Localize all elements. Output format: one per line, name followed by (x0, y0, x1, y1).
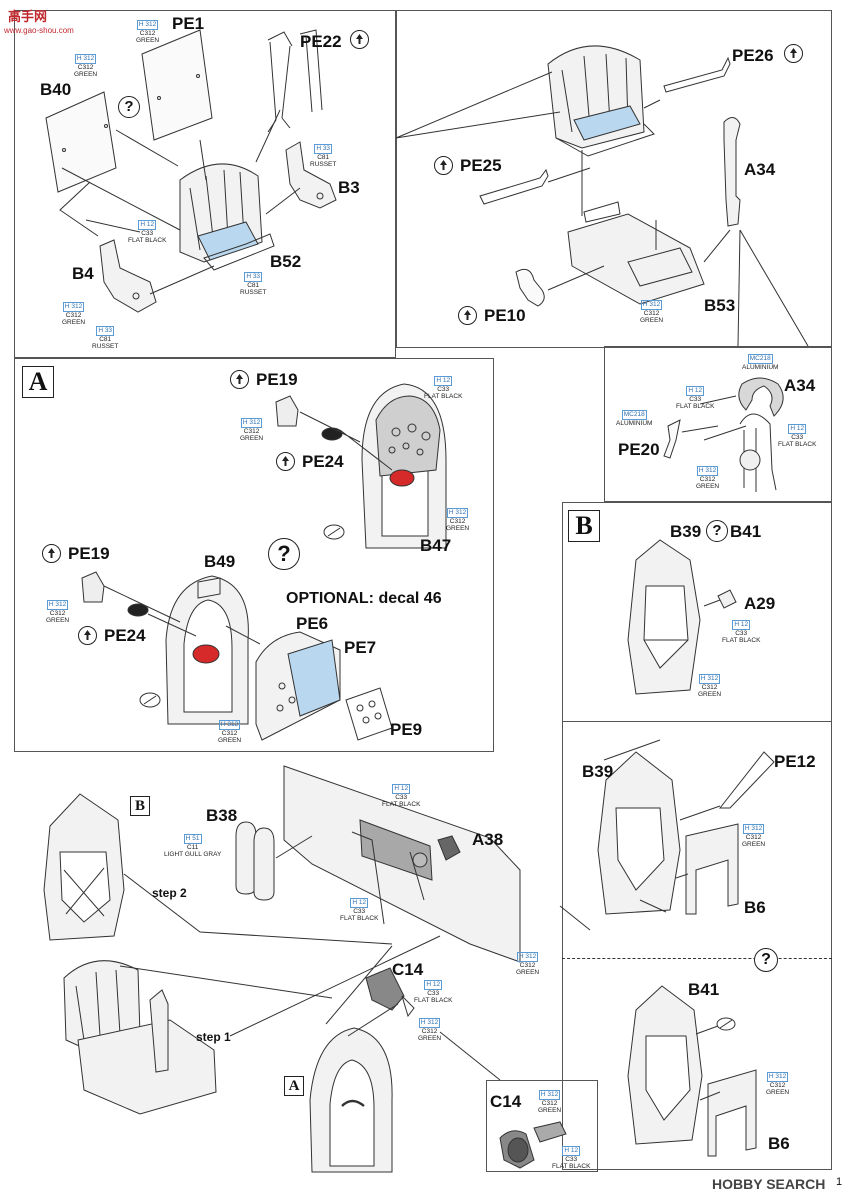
pe24-lower-direction-icon (78, 626, 97, 645)
part-label-b3: B3 (338, 178, 360, 197)
page-number: 1 (836, 1176, 843, 1188)
part-label-b40: B40 (40, 80, 72, 99)
part-label-pe6: PE6 (296, 614, 329, 633)
part-label-c14: C14 (392, 960, 424, 979)
part-label-pe19-upper: PE19 (256, 370, 298, 389)
part-label-pe12: PE12 (774, 752, 816, 771)
part-label-a34-detail: A34 (784, 376, 816, 395)
part-label-pe20: PE20 (618, 440, 660, 459)
part-label-b53: B53 (704, 296, 736, 315)
part-label-pe24-lower: PE24 (104, 626, 146, 645)
pe25-direction-icon (434, 156, 453, 175)
pe22-direction-icon (350, 30, 369, 49)
watermark-url: www.gao-shou.com (4, 26, 74, 35)
part-label-pe19-lower: PE19 (68, 544, 110, 563)
part-label-b49: B49 (204, 552, 236, 571)
part-label-a29: A29 (744, 594, 776, 613)
part-label-b47: B47 (420, 536, 452, 555)
question-icon-b40: ? (118, 96, 140, 118)
part-label-b39-upper: B39 (670, 522, 702, 541)
part-label-b4: B4 (72, 264, 94, 283)
part-label-b41-upper: B41 (730, 522, 762, 541)
part-label-pe9: PE9 (390, 720, 423, 739)
part-label-pe1: PE1 (172, 14, 205, 33)
panel-a34-detail (604, 346, 832, 502)
section-label-a: A (22, 366, 54, 398)
optional-decal-note: OPTIONAL: decal 46 (286, 590, 442, 607)
part-label-b6-upper: B6 (744, 898, 766, 917)
step-2-label: step 2 (152, 886, 187, 900)
part-label-b41-lower: B41 (688, 980, 720, 999)
pe24-upper-direction-icon (276, 452, 295, 471)
dashed-divider (562, 958, 832, 959)
panel-B-bulkhead (562, 502, 832, 722)
part-label-a34: A34 (744, 160, 776, 179)
pe10-direction-icon (458, 306, 477, 325)
part-label-pe25: PE25 (460, 156, 502, 175)
part-label-pe10: PE10 (484, 306, 526, 325)
part-label-b52: B52 (270, 252, 302, 271)
part-label-pe26: PE26 (732, 46, 774, 65)
hobby-search-footer: HOBBY SEARCH (712, 1176, 826, 1192)
pe19-lower-direction-icon (42, 544, 61, 563)
part-label-b38: B38 (206, 806, 238, 825)
pe26-direction-icon (784, 44, 803, 63)
panel-A-instrument (14, 358, 494, 752)
step-1-label: step 1 (196, 1030, 231, 1044)
question-icon-b41: ? (754, 948, 778, 972)
watermark-title: 高手网 (8, 9, 48, 24)
panel-seat-right (396, 10, 832, 348)
part-label-b39-lower: B39 (582, 762, 614, 781)
question-icon-b39: ? (706, 520, 728, 542)
part-label-c14-detail: C14 (490, 1092, 522, 1111)
section-label-b: B (568, 510, 600, 542)
panel-B39-detail (562, 722, 832, 1170)
part-label-a38: A38 (472, 830, 504, 849)
part-label-pe22: PE22 (300, 32, 342, 51)
section-label-a-small: A (284, 1076, 304, 1096)
section-label-b-small: B (130, 796, 150, 816)
question-icon-section-a: ? (268, 538, 300, 570)
pe19-upper-direction-icon (230, 370, 249, 389)
part-label-pe7: PE7 (344, 638, 377, 657)
panel-c14-detail (486, 1080, 598, 1172)
part-label-pe24-upper: PE24 (302, 452, 344, 471)
part-label-b6-lower: B6 (768, 1134, 790, 1153)
panel-seat-left (14, 10, 396, 358)
